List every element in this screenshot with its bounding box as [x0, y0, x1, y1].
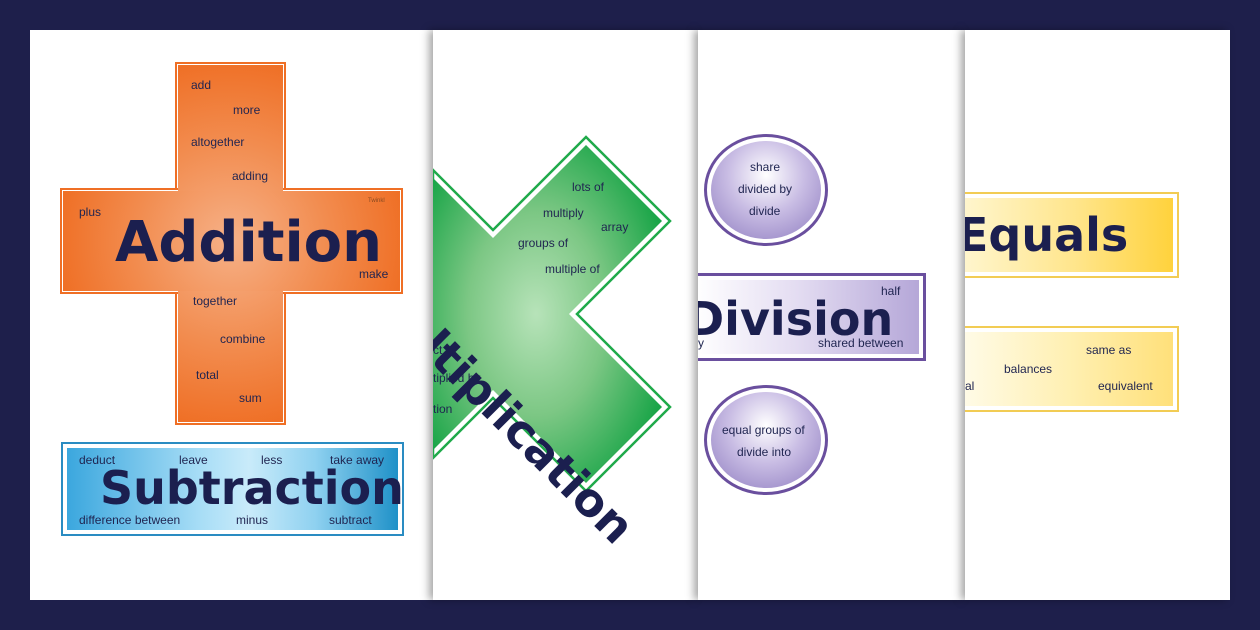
subtraction-word: take away — [330, 453, 385, 467]
multiplication-word: tiplied by — [433, 371, 481, 385]
addition-word: together — [193, 294, 238, 308]
equals-words-box — [965, 326, 1179, 412]
subtraction-banner — [61, 442, 404, 536]
multiplication-page: lots of multiply array groups of multipl… — [433, 30, 698, 600]
multiplication-word: ct — [433, 343, 443, 357]
equals-word: equivalent — [1098, 379, 1153, 393]
multiplication-cross — [433, 135, 672, 493]
twinkl-watermark: Twinkl — [368, 198, 385, 204]
addition-word: add — [191, 78, 212, 92]
subtraction-banner-fill — [67, 448, 398, 530]
subtraction-word: difference between — [79, 513, 181, 527]
division-page: share divided by divide half Division y … — [698, 30, 965, 600]
addition-word: sum — [239, 391, 262, 405]
division-circle-bottom — [704, 385, 828, 495]
addition-word: combine — [220, 332, 266, 346]
subtraction-word: deduct — [79, 453, 116, 467]
division-word: y — [698, 336, 704, 350]
multiplication-word: multiple of — [545, 262, 600, 276]
addition-cross-horizontal — [63, 191, 400, 291]
subtraction-word: less — [261, 453, 283, 467]
addition-word: make — [359, 267, 389, 281]
division-banner — [698, 273, 926, 361]
addition-word: adding — [232, 169, 269, 183]
addition-subtraction-page: add more altogether adding plus make tog… — [30, 30, 435, 600]
division-word: shared between — [818, 336, 904, 350]
multiplication-word: tion — [433, 402, 453, 416]
multiplication-word: multiply — [543, 206, 584, 220]
addition-word: more — [233, 103, 261, 117]
multiplication-word: groups of — [518, 236, 569, 250]
division-circle-top — [704, 134, 828, 246]
equals-word: balances — [1004, 362, 1053, 376]
equals-page: Equals same as balances al equivalent — [965, 30, 1230, 600]
subtraction-title: Subtraction — [100, 461, 404, 515]
division-word: divided by — [738, 182, 793, 196]
division-word: equal groups of — [722, 423, 805, 437]
subtraction-word: leave — [179, 453, 208, 467]
addition-word: plus — [79, 205, 102, 219]
division-word: share — [750, 160, 781, 174]
multiplication-word: lots of — [572, 180, 605, 194]
subtraction-word: subtract — [329, 513, 372, 527]
division-title: Division — [698, 292, 894, 346]
equals-banner — [965, 192, 1179, 278]
multiplication-word: array — [601, 220, 629, 234]
division-word: half — [881, 284, 901, 298]
equals-title: Equals — [965, 208, 1129, 262]
addition-title: Addition — [115, 210, 383, 275]
subtraction-word: minus — [236, 513, 269, 527]
division-word: divide into — [737, 445, 792, 459]
equals-word: al — [965, 379, 975, 393]
division-word: divide — [749, 204, 781, 218]
addition-word: altogether — [191, 135, 245, 149]
equals-word: same as — [1086, 343, 1132, 357]
addition-word: total — [196, 368, 219, 382]
